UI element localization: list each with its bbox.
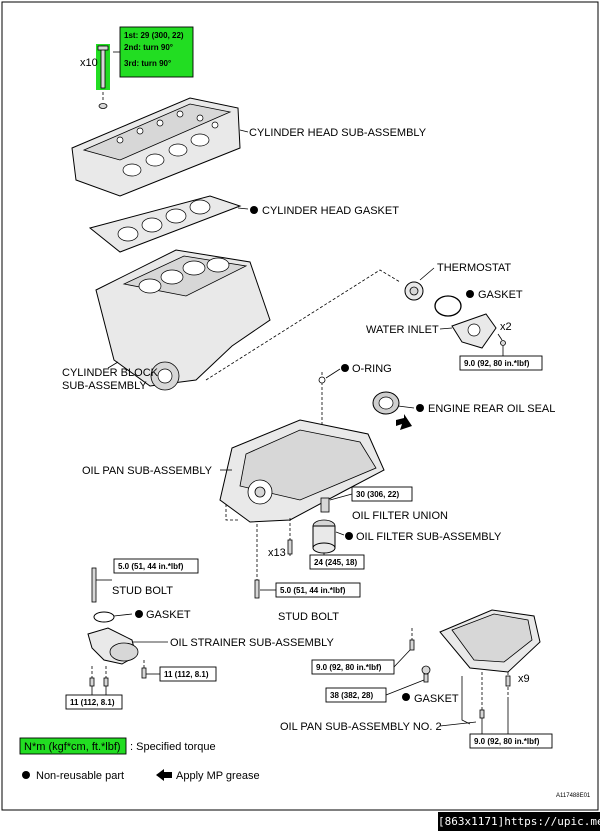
strainer-gasket-label: GASKET: [146, 609, 191, 621]
oil-pan-part: [219, 419, 385, 523]
center-stud-bolt-label: STUD BOLT: [278, 611, 339, 623]
figure-id: A117488E01: [556, 793, 591, 799]
block-to-thermostat-dash: [205, 269, 401, 381]
thermostat-part: [404, 267, 435, 301]
legend-grease-arrow-icon: [156, 769, 172, 781]
legend-torque-desc: : Specified torque: [130, 741, 216, 753]
svg-text:9.0 (92, 80 in.*lbf): 9.0 (92, 80 in.*lbf): [316, 663, 382, 672]
oil-filter-label: OIL FILTER SUB-ASSEMBLY: [356, 531, 502, 543]
center-stud-bolt-part: [254, 579, 260, 599]
head-gasket-label: CYLINDER HEAD GASKET: [262, 205, 399, 217]
pan-bolts-qty: x13: [268, 547, 286, 559]
nonreusable-dot-thermo-gasket: [466, 290, 474, 298]
center-stud-torque-box: 5.0 (51, 44 in.*lbf): [260, 582, 361, 598]
oil-filter-union-part: [320, 493, 353, 513]
left-stud-bolt-part: [91, 567, 97, 603]
head-bolt-qty: x10: [80, 57, 98, 69]
water-inlet-torque-box: 9.0 (92, 80 in.*lbf): [459, 346, 543, 371]
oil-filter-union-label: OIL FILTER UNION: [352, 510, 448, 522]
svg-text:11 (112, 8.1): 11 (112, 8.1): [70, 698, 115, 707]
thermostat-gasket-label: GASKET: [478, 289, 523, 301]
oil-filter-part: [312, 519, 345, 554]
water-inlet-part: [439, 313, 497, 349]
oil-strainer-part: [87, 627, 168, 665]
oil-filter-torque-box: 24 (245, 18): [309, 553, 365, 570]
svg-text:11 (112, 8.1): 11 (112, 8.1): [164, 670, 209, 679]
diagram-frame: [1, 1, 599, 811]
o-ring-label: O-RING: [352, 363, 392, 375]
rear-oil-seal-label: ENGINE REAR OIL SEAL: [428, 403, 555, 415]
nonreusable-dot-strainer-gasket: [135, 610, 143, 618]
nonreusable-dot-o-ring: [341, 364, 349, 372]
water-inlet-label: WATER INLET: [366, 324, 439, 336]
strainer-gasket-part: [93, 611, 115, 623]
strainer-right-torque-box: 11 (112, 8.1): [146, 666, 217, 682]
torque-step-3: 3rd: turn 90°: [124, 59, 171, 68]
svg-text:5.0 (51, 44 in.*lbf): 5.0 (51, 44 in.*lbf): [280, 586, 346, 595]
thermostat-gasket-part: [434, 295, 462, 317]
pan2-drain-torque-box: 38 (382, 28): [325, 679, 425, 703]
pan2-gasket-label: GASKET: [414, 693, 459, 705]
legend-grease-label: Apply MP grease: [176, 770, 260, 782]
nonreusable-dot-pan2-gasket: [402, 693, 410, 701]
cylinder-head-label: CYLINDER HEAD SUB-ASSEMBLY: [249, 127, 427, 139]
pan2-drain-plug: [421, 665, 431, 675]
strainer-left-torque-box: 11 (112, 8.1): [65, 686, 123, 710]
torque-step-1: 1st: 29 (300, 22): [124, 31, 184, 40]
svg-text:30 (306, 22): 30 (306, 22): [356, 490, 399, 499]
cylinder-block-label-line2: SUB-ASSEMBLY: [62, 380, 147, 392]
oil-filter-union-torque-box: 30 (306, 22): [351, 486, 413, 502]
legend-torque-unit: N*m (kgf*cm, ft.*lbf): [24, 741, 121, 753]
oil-pan-2-label: OIL PAN SUB-ASSEMBLY NO. 2: [280, 721, 442, 733]
nonreusable-dot-oil-filter: [345, 532, 353, 540]
head-bolt-washer: [98, 103, 108, 109]
top-torque-box: 1st: 29 (300, 22) 2nd: turn 90° 3rd: tur…: [113, 26, 194, 78]
oil-pan-2-part: [439, 609, 541, 673]
pan2-lower-torque-box: 9.0 (92, 80 in.*lbf): [469, 700, 553, 749]
svg-text:9.0 (92, 80 in.*lbf): 9.0 (92, 80 in.*lbf): [474, 737, 540, 746]
water-inlet-qty: x2: [500, 321, 512, 333]
legend-torque: N*m (kgf*cm, ft.*lbf) : Specified torque: [19, 737, 216, 755]
watermark-banner: [863x1171]https://upic.me/: [438, 812, 600, 831]
nonreusable-dot-head-gasket: [250, 206, 258, 214]
left-stud-bolt-label: STUD BOLT: [112, 585, 173, 597]
oil-strainer-label: OIL STRAINER SUB-ASSEMBLY: [170, 637, 334, 649]
pan2-upper-torque-box: 9.0 (92, 80 in.*lbf): [311, 649, 411, 675]
mp-grease-arrow-rear-seal: [396, 414, 412, 430]
pan2-bolts-qty: x9: [518, 673, 530, 685]
cylinder-head-part: [71, 97, 249, 197]
svg-text:9.0 (92, 80 in.*lbf): 9.0 (92, 80 in.*lbf): [464, 359, 530, 368]
head-gasket-part: [88, 195, 249, 253]
svg-text:24 (245, 18): 24 (245, 18): [314, 558, 357, 567]
o-ring-part: [318, 376, 326, 384]
oil-pan-label: OIL PAN SUB-ASSEMBLY: [82, 465, 213, 477]
svg-text:5.0 (51, 44 in.*lbf): 5.0 (51, 44 in.*lbf): [118, 562, 184, 571]
legend-nonreusable-dot: [22, 771, 30, 779]
cylinder-block-label-line1: CYLINDER BLOCK: [62, 367, 159, 379]
nonreusable-dot-rear-seal: [416, 404, 424, 412]
rear-oil-seal-part: [372, 391, 415, 415]
torque-step-2: 2nd: turn 90°: [124, 43, 173, 52]
left-stud-torque-box: 5.0 (51, 44 in.*lbf): [113, 558, 199, 574]
thermostat-label: THERMOSTAT: [437, 262, 511, 274]
legend-nonreusable-label: Non-reusable part: [36, 770, 124, 782]
cylinder-block-part: [95, 249, 271, 391]
head-bolt: [96, 44, 110, 109]
svg-text:38 (382, 28): 38 (382, 28): [330, 691, 373, 700]
